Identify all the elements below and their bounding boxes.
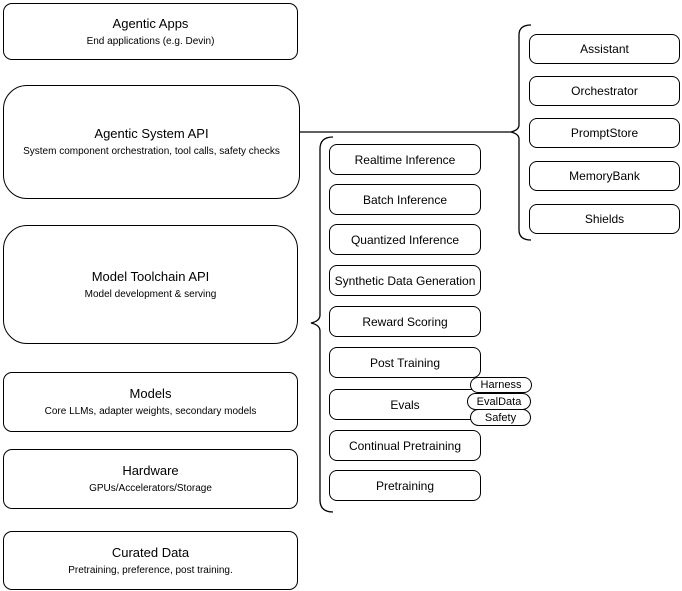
- node-reward-scoring: Reward Scoring: [329, 306, 481, 337]
- node-title: Agentic Apps: [112, 15, 189, 31]
- node-curated-data: Curated Data Pretraining, preference, po…: [3, 531, 298, 590]
- node-agentic-apps: Agentic Apps End applications (e.g. Devi…: [3, 3, 298, 60]
- node-subtitle: Model development & serving: [84, 288, 217, 300]
- node-subtitle: End applications (e.g. Devin): [86, 35, 215, 47]
- tag-safety: Safety: [470, 409, 531, 426]
- node-orchestrator: Orchestrator: [529, 76, 680, 106]
- node-hardware: Hardware GPUs/Accelerators/Storage: [3, 449, 298, 509]
- node-memorybank: MemoryBank: [529, 161, 680, 191]
- node-realtime-inference: Realtime Inference: [329, 144, 481, 175]
- node-subtitle: GPUs/Accelerators/Storage: [89, 483, 212, 494]
- tag-evaldata: EvalData: [467, 393, 531, 410]
- node-batch-inference: Batch Inference: [329, 184, 481, 215]
- node-title: Models: [129, 386, 172, 401]
- node-model-toolchain-api: Model Toolchain API Model development & …: [3, 225, 298, 344]
- node-assistant: Assistant: [529, 34, 680, 64]
- system-components-bracket: [510, 24, 532, 241]
- node-continual-pretraining: Continual Pretraining: [329, 430, 481, 461]
- node-title: Agentic System API: [94, 126, 209, 141]
- node-evals: Evals: [329, 389, 481, 420]
- node-subtitle: System component orchestration, tool cal…: [23, 146, 280, 157]
- node-pretraining: Pretraining: [329, 470, 481, 501]
- node-synthetic-data-generation: Synthetic Data Generation: [329, 265, 481, 296]
- node-title: Curated Data: [111, 544, 190, 560]
- node-models: Models Core LLMs, adapter weights, secon…: [3, 372, 298, 432]
- node-post-training: Post Training: [329, 347, 481, 378]
- node-subtitle: Pretraining, preference, post training.: [68, 564, 233, 576]
- node-promptstore: PromptStore: [529, 118, 680, 148]
- node-title: Model Toolchain API: [91, 268, 210, 284]
- node-agentic-system-api: Agentic System API System component orch…: [3, 85, 300, 199]
- node-title: Hardware: [122, 463, 179, 478]
- node-quantized-inference: Quantized Inference: [329, 224, 481, 255]
- node-subtitle: Core LLMs, adapter weights, secondary mo…: [44, 406, 257, 417]
- node-shields: Shields: [529, 204, 680, 234]
- tag-harness: Harness: [470, 377, 532, 393]
